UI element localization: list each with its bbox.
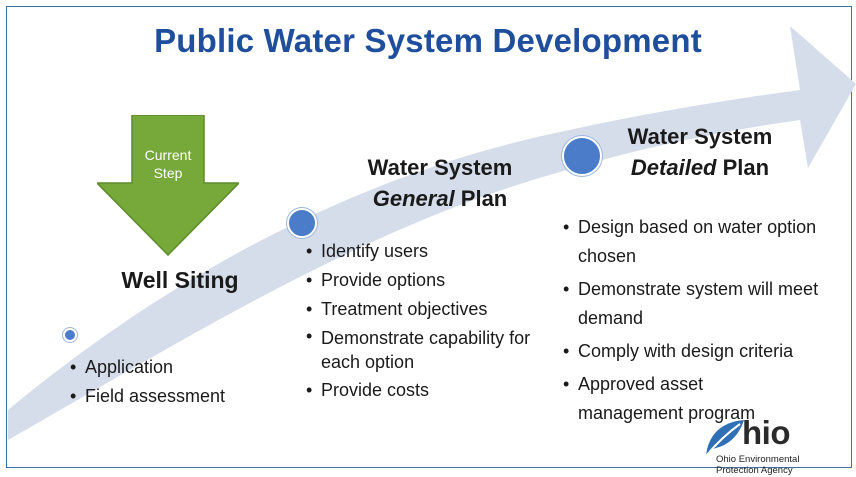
list-item: Provide costs xyxy=(306,376,559,405)
logo-wordmark: hio xyxy=(742,414,790,451)
detailed-plan-title-line1: Water System xyxy=(627,124,773,149)
logo-subtitle-line2: Protection Agency xyxy=(716,465,793,476)
list-item: Treatment objectives xyxy=(306,295,559,324)
list-item: Demonstrate capability for each option xyxy=(306,324,559,376)
general-plan-title-line2: General Plan xyxy=(345,183,535,214)
stage-marker-general xyxy=(287,208,317,238)
list-item: Approved asset management program xyxy=(563,370,808,432)
ohio-epa-logo: hio Ohio Environmental Protection Agency xyxy=(702,414,822,476)
detailed-plan-list: Design based on water option chosen Demo… xyxy=(563,213,828,432)
detailed-plan-title-line2: Detailed Plan xyxy=(600,152,800,183)
general-plan-title-emphasis: General xyxy=(372,186,455,211)
list-item: Design based on water option chosen xyxy=(563,213,818,275)
detailed-plan-title-emphasis: Detailed xyxy=(630,155,717,180)
general-plan-title-rest: Plan xyxy=(454,186,508,211)
current-step-label: Current Step xyxy=(132,146,204,182)
stage-marker-detailed xyxy=(562,136,602,176)
list-item: Comply with design criteria xyxy=(563,337,828,370)
list-item: Application xyxy=(70,353,225,382)
current-step-arrow-icon xyxy=(97,115,239,257)
stage-marker-well xyxy=(63,328,77,342)
detailed-plan-title-rest: Plan xyxy=(716,155,770,180)
list-item: Provide options xyxy=(306,266,559,295)
detailed-plan-title: Water System Detailed Plan xyxy=(600,121,800,183)
current-step-line1: Current xyxy=(144,147,192,163)
current-step-line2: Step xyxy=(153,165,183,181)
general-plan-list: Identify users Provide options Treatment… xyxy=(306,237,559,405)
well-siting-title: Well Siting xyxy=(121,267,239,293)
page-title: Public Water System Development xyxy=(154,22,702,59)
list-item: Field assessment xyxy=(70,382,225,411)
logo-subtitle-line1: Ohio Environmental xyxy=(716,454,800,465)
ohio-leaf-icon xyxy=(705,420,744,457)
general-plan-title: Water System General Plan xyxy=(345,152,535,214)
general-plan-title-line1: Water System xyxy=(367,155,513,180)
list-item: Identify users xyxy=(306,237,559,266)
list-item: Demonstrate system will meet demand xyxy=(563,275,828,337)
well-siting-list: Application Field assessment xyxy=(70,353,225,411)
logo-subtitle: Ohio Environmental Protection Agency xyxy=(716,454,799,476)
